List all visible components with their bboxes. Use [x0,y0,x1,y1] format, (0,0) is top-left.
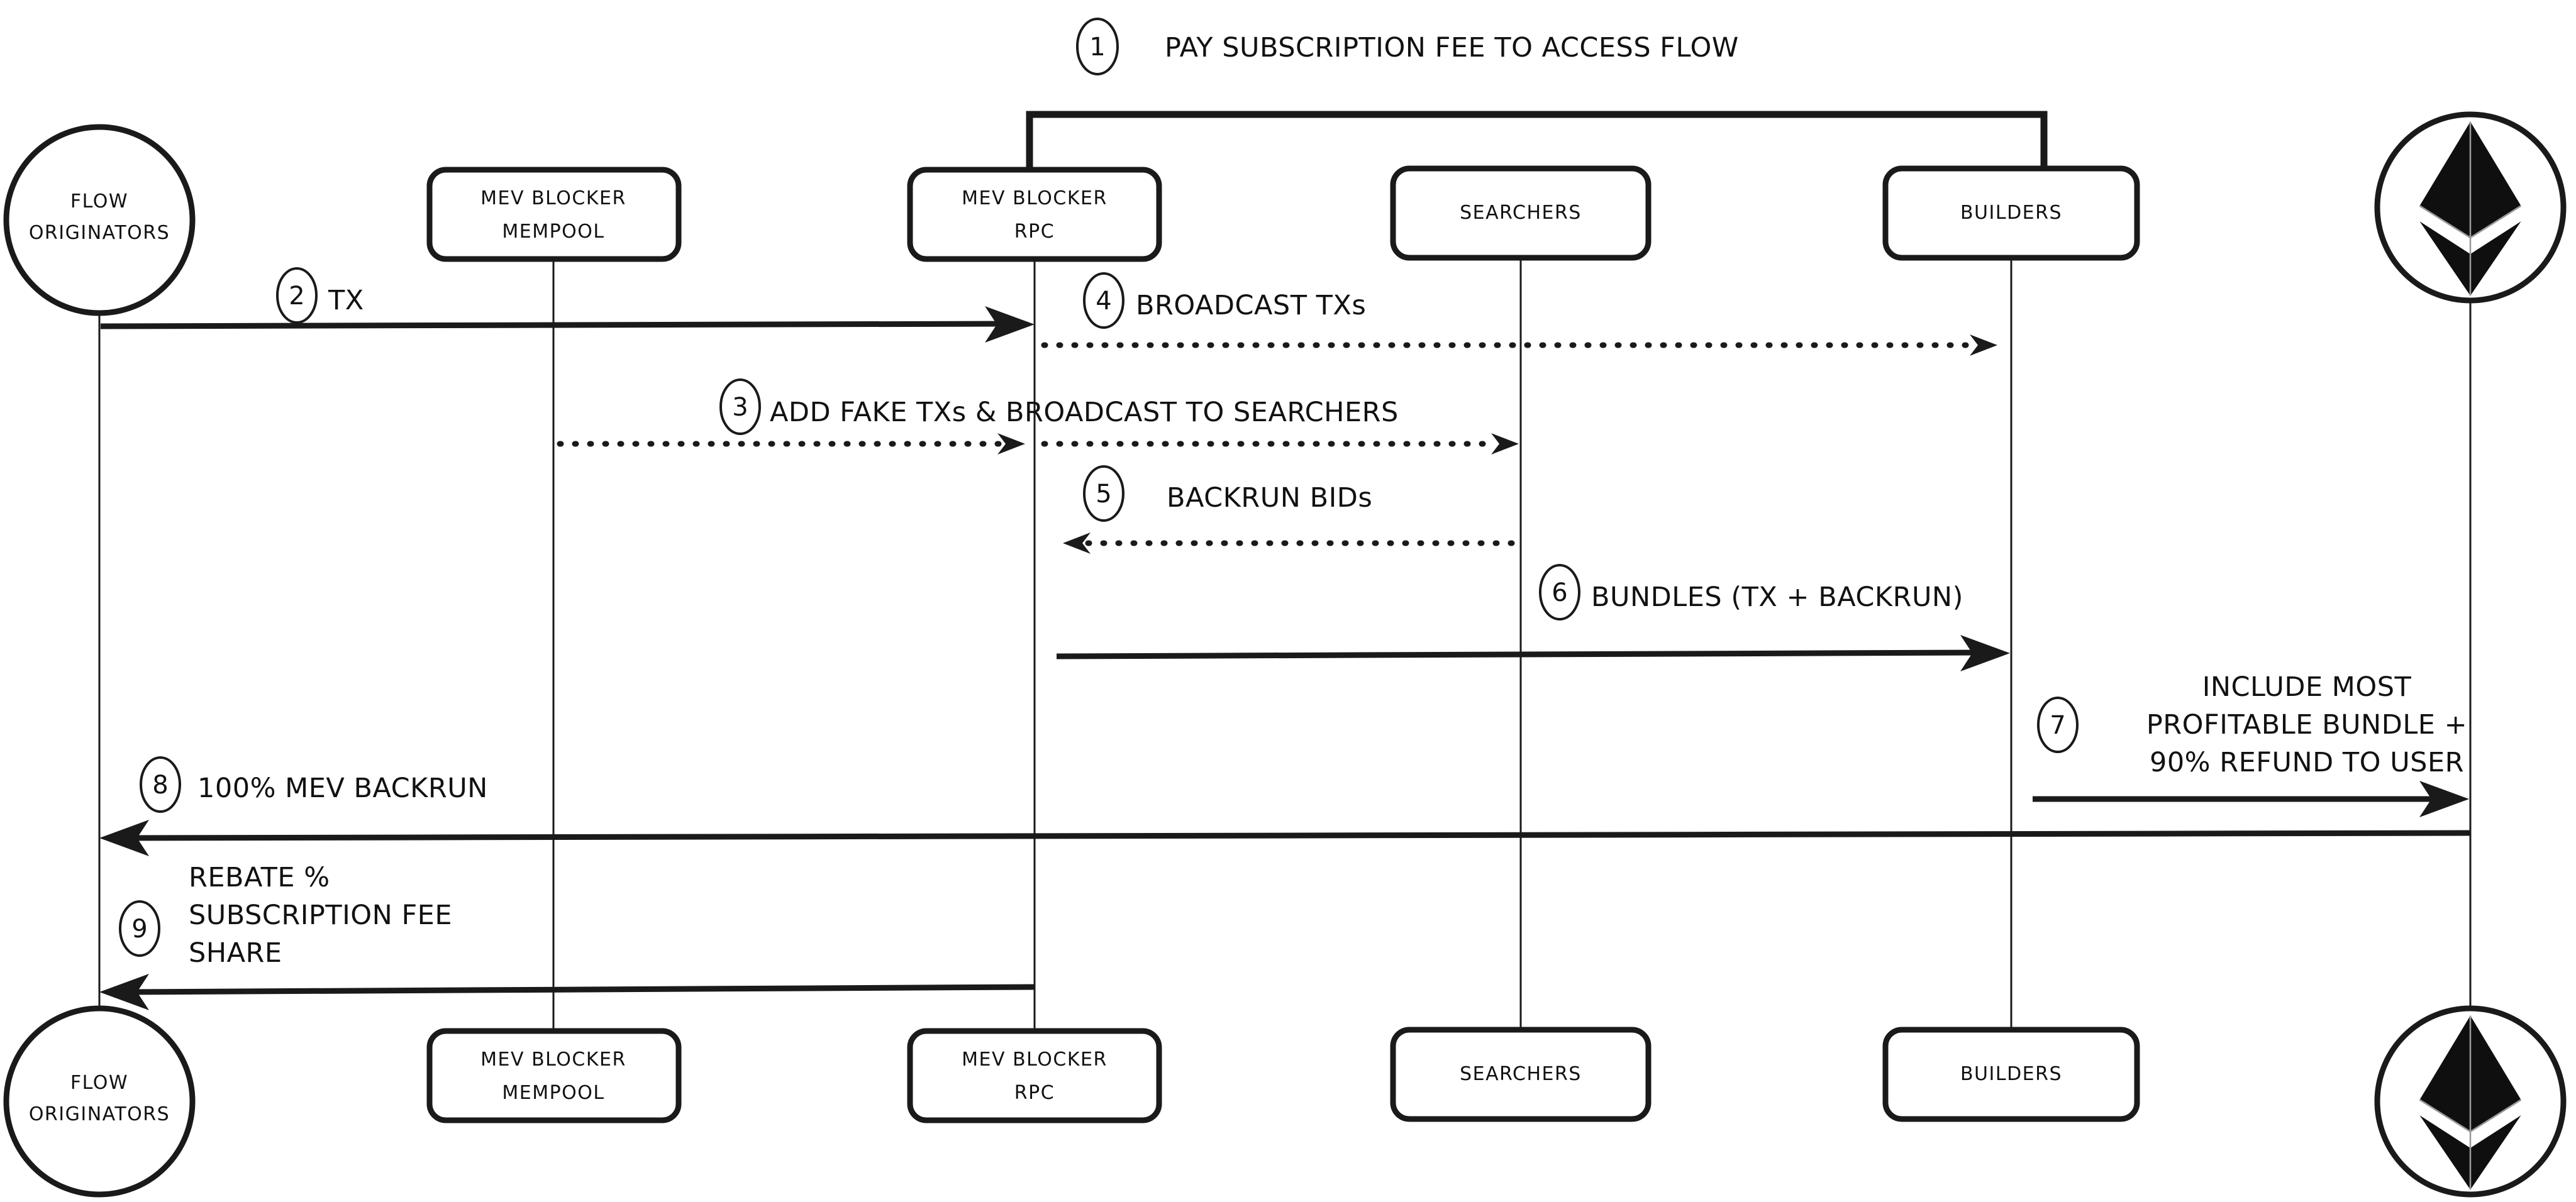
participant-mev-blocker-rpc-bottom[interactable]: MEV BLOCKER RPC [907,1028,1162,1123]
message-6-arrowhead [1960,635,2010,671]
message-1-number: 1 [1089,33,1105,62]
message-8-label: 100% MEV BACKRUN [197,773,488,804]
message-8-group: 8 100% MEV BACKRUN [99,756,2471,856]
message-4-group: 4 BROADCAST TXs [1041,272,1997,356]
mev-blocker-rpc-box-bottom [907,1028,1162,1123]
participant-headers-bottom: FLOW ORIGINATORS MEV BLOCKER MEMPOOL MEV… [3,1005,2567,1198]
message-4-label: BROADCAST TXs [1136,290,1366,321]
mev-blocker-mempool-label-line1-top: MEV BLOCKER [480,187,626,209]
message-4-number: 4 [1096,287,1111,316]
message-7-label-line3: 90% REFUND TO USER [2150,747,2464,778]
message-5-group: 5 BACKRUN BIDs [1063,465,1524,554]
builders-label-bottom: BUILDERS [1960,1063,2062,1085]
message-2-arrowhead [985,306,1035,343]
searchers-box-bottom [1390,1027,1652,1122]
participant-mev-blocker-rpc-top[interactable]: MEV BLOCKER RPC [907,167,1162,262]
message-1-label: PAY SUBSCRIPTION FEE TO ACCESS FLOW [1165,32,1739,63]
flow-originators-label-line2-bottom: ORIGINATORS [29,1103,170,1125]
participant-flow-originators-bottom[interactable]: FLOW ORIGINATORS [3,1005,196,1198]
message-5-number: 5 [1096,480,1111,509]
mev-blocker-rpc-label-line2-top: RPC [1014,221,1055,243]
message-6-number: 6 [1552,578,1567,607]
message-3-group: 3 ADD FAKE TXs & BROADCAST TO SEARCHERS [557,378,1519,455]
message-6-group: 6 BUNDLES (TX + BACKRUN) [1056,564,2010,671]
message-9-group: 9 REBATE % SUBSCRIPTION FEE SHARE [99,862,1035,1010]
participant-mev-blocker-mempool-bottom[interactable]: MEV BLOCKER MEMPOOL [426,1028,682,1123]
message-3-number: 3 [732,393,748,422]
builders-label-top: BUILDERS [1960,202,2062,224]
searchers-box-top [1390,165,1652,261]
mev-blocker-rpc-label-line1-top: MEV BLOCKER [962,187,1108,209]
message-8-arrowhead [99,820,149,856]
message-4-number-badge [1083,272,1124,329]
message-8-number-badge [140,756,181,813]
flow-originators-circle-top [3,124,196,316]
mev-blocker-mempool-box-bottom [426,1028,682,1123]
mev-blocker-mempool-box-top [426,167,682,262]
message-7-group: 7 INCLUDE MOST PROFITABLE BUNDLE + 90% R… [2033,671,2469,817]
message-9-label-line1: REBATE % [189,862,330,893]
message-7-arrowhead [2419,781,2469,817]
message-7-label-line2: PROFITABLE BUNDLE + [2146,709,2467,741]
participant-flow-originators-top[interactable]: FLOW ORIGINATORS [3,124,196,316]
mev-blocker-rpc-label-line1-bottom: MEV BLOCKER [962,1049,1108,1071]
message-8-number: 8 [152,771,168,800]
participant-builders-top[interactable]: BUILDERS [1882,165,2140,261]
message-2-label: TX [328,285,364,316]
message-6-number-badge [1539,564,1580,620]
flow-originators-circle-bottom [3,1005,196,1198]
message-6-label: BUNDLES (TX + BACKRUN) [1591,582,1963,613]
message-6-line [1056,649,1982,659]
participant-headers-top: FLOW ORIGINATORS MEV BLOCKER MEMPOOL MEV… [3,111,2567,316]
message-9-arrowhead [99,974,149,1010]
message-4-arrowhead [1970,334,1997,356]
message-3-arrowhead-mid [997,433,1025,455]
message-5-label: BACKRUN BIDs [1167,482,1372,514]
participant-ethereum-top[interactable] [2374,111,2567,304]
message-2-line [100,321,1007,329]
ethereum-logo-icon [2419,121,2522,296]
message-7-number-badge [2037,697,2079,753]
message-2-number-badge [276,267,318,324]
message-3-arrowhead [1491,433,1519,455]
message-5-number-badge [1083,465,1124,522]
message-9-number-badge [119,900,160,957]
participant-builders-bottom[interactable]: BUILDERS [1882,1027,2140,1122]
message-3-number-badge [719,378,761,435]
participant-searchers-top[interactable]: SEARCHERS [1390,165,1652,261]
searchers-label-bottom: SEARCHERS [1460,1063,1582,1085]
message-7-label-line1: INCLUDE MOST [2202,671,2412,703]
participant-ethereum-bottom[interactable] [2374,1005,2567,1198]
builders-box-top [1882,165,2140,261]
mev-blocker-rpc-label-line2-bottom: RPC [1014,1082,1055,1104]
builders-box-bottom [1882,1027,2140,1122]
message-9-number: 9 [131,915,147,944]
message-2-number: 2 [289,282,304,311]
message-5-arrowhead [1063,532,1091,554]
participant-searchers-bottom[interactable]: SEARCHERS [1390,1027,1652,1122]
mev-blocker-mempool-label-line2-top: MEMPOOL [502,221,604,243]
message-2-group: 2 TX [100,267,1035,343]
lifelines [98,258,2472,1031]
message-3-label: ADD FAKE TXs & BROADCAST TO SEARCHERS [770,397,1399,428]
flow-originators-label-line1-bottom: FLOW [70,1072,128,1094]
flow-originators-label-line1-top: FLOW [70,190,128,212]
ethereum-logo-icon-bottom [2419,1015,2522,1190]
message-9-label-line2: SUBSCRIPTION FEE [189,900,452,931]
mev-blocker-rpc-box-top [907,167,1162,262]
searchers-label-top: SEARCHERS [1460,202,1582,224]
mev-blocker-mempool-label-line1-bottom: MEV BLOCKER [480,1049,626,1071]
flow-originators-label-line2-top: ORIGINATORS [29,222,170,244]
message-8-line [128,830,2471,841]
message-9-line [128,984,1035,995]
message-9-label-line3: SHARE [189,937,282,969]
message-1-number-badge [1076,18,1119,75]
participant-mev-blocker-mempool-top[interactable]: MEV BLOCKER MEMPOOL [426,167,682,262]
mev-blocker-mempool-label-line2-bottom: MEMPOOL [502,1082,604,1104]
message-7-number: 7 [2050,711,2065,740]
